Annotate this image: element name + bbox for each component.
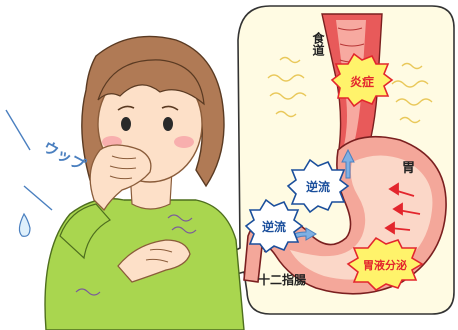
- right-eye: [163, 117, 173, 131]
- stomach-label: 胃: [402, 161, 415, 176]
- reflux-upper-label: 逆流: [306, 179, 330, 194]
- left-eye: [121, 117, 131, 131]
- esophagus-label: 食道: [311, 31, 325, 57]
- gastric-secretion-label: 胃液分泌: [363, 258, 407, 272]
- inflammation-label: 炎症: [350, 74, 374, 89]
- droplet-icon: [19, 214, 30, 236]
- sound-effect-text: ウップ: [40, 138, 89, 175]
- duodenum-label: 十二指腸: [258, 272, 306, 287]
- reflux-lower-label: 逆流: [262, 219, 286, 234]
- woman-figure: [45, 36, 244, 330]
- burp-lines: [6, 110, 52, 210]
